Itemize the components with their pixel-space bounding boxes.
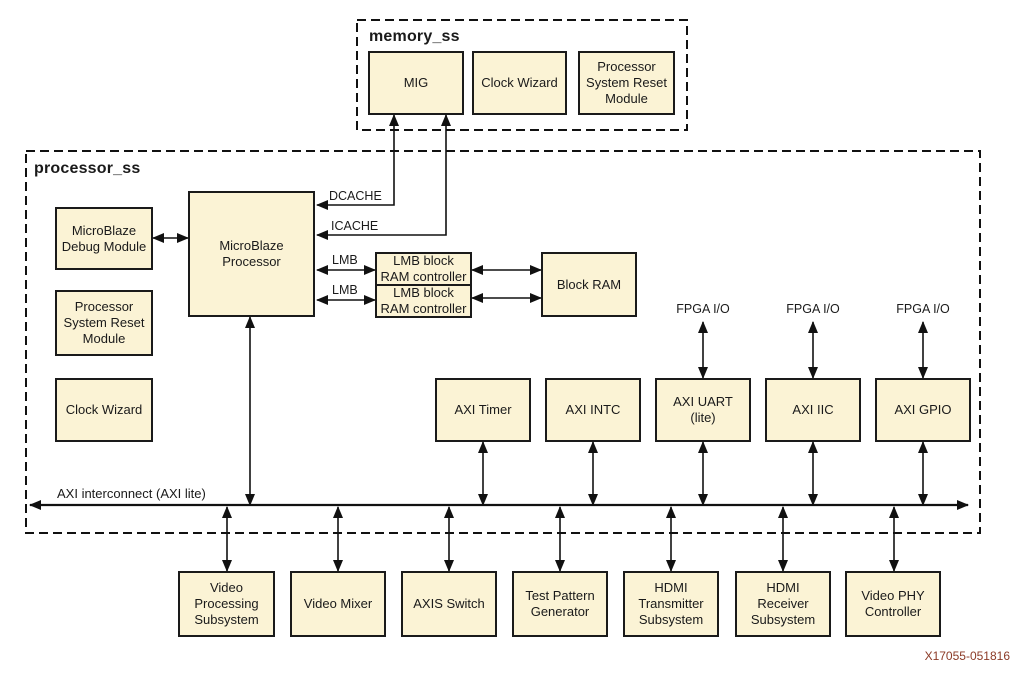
label-fpga-io-uart: FPGA I/O <box>676 302 730 316</box>
block-mig: MIG <box>368 51 464 115</box>
block-lmb-ram-controller-2: LMB block RAM controller <box>375 284 472 318</box>
block-clock-wizard-memory: Clock Wizard <box>472 51 567 115</box>
label-dcache: DCACHE <box>329 189 382 203</box>
label-lmb-2: LMB <box>332 283 358 297</box>
block-axi-timer: AXI Timer <box>435 378 531 442</box>
block-axi-uart: AXI UART (lite) <box>655 378 751 442</box>
block-microblaze-debug-module: MicroBlaze Debug Module <box>55 207 153 270</box>
block-axis-switch: AXIS Switch <box>401 571 497 637</box>
block-block-ram: Block RAM <box>541 252 637 317</box>
label-fpga-io-iic: FPGA I/O <box>786 302 840 316</box>
block-clock-wizard-processor: Clock Wizard <box>55 378 153 442</box>
block-proc-sys-reset-memory: Processor System Reset Module <box>578 51 675 115</box>
figure-id: X17055-051816 <box>924 649 1010 663</box>
block-axi-iic: AXI IIC <box>765 378 861 442</box>
block-video-phy-controller: Video PHY Controller <box>845 571 941 637</box>
block-axi-intc: AXI INTC <box>545 378 641 442</box>
label-lmb-1: LMB <box>332 253 358 267</box>
block-hdmi-transmitter-subsystem: HDMI Transmitter Subsystem <box>623 571 719 637</box>
label-fpga-io-gpio: FPGA I/O <box>896 302 950 316</box>
block-axi-gpio: AXI GPIO <box>875 378 971 442</box>
memory-ss-label: memory_ss <box>369 28 460 45</box>
processor-ss-container <box>25 150 981 534</box>
memory-ss-container <box>356 19 688 131</box>
processor-ss-label: processor_ss <box>34 160 141 177</box>
block-hdmi-receiver-subsystem: HDMI Receiver Subsystem <box>735 571 831 637</box>
block-video-mixer: Video Mixer <box>290 571 386 637</box>
label-icache: ICACHE <box>331 219 379 233</box>
edge-icache <box>316 114 451 240</box>
block-microblaze-processor: MicroBlaze Processor <box>188 191 315 317</box>
block-lmb-ram-controller-1: LMB block RAM controller <box>375 252 472 286</box>
block-video-processing-subsystem: Video Processing Subsystem <box>178 571 275 637</box>
block-proc-sys-reset-processor: Processor System Reset Module <box>55 290 153 356</box>
block-test-pattern-generator: Test Pattern Generator <box>512 571 608 637</box>
label-axi-interconnect: AXI interconnect (AXI lite) <box>57 486 206 501</box>
